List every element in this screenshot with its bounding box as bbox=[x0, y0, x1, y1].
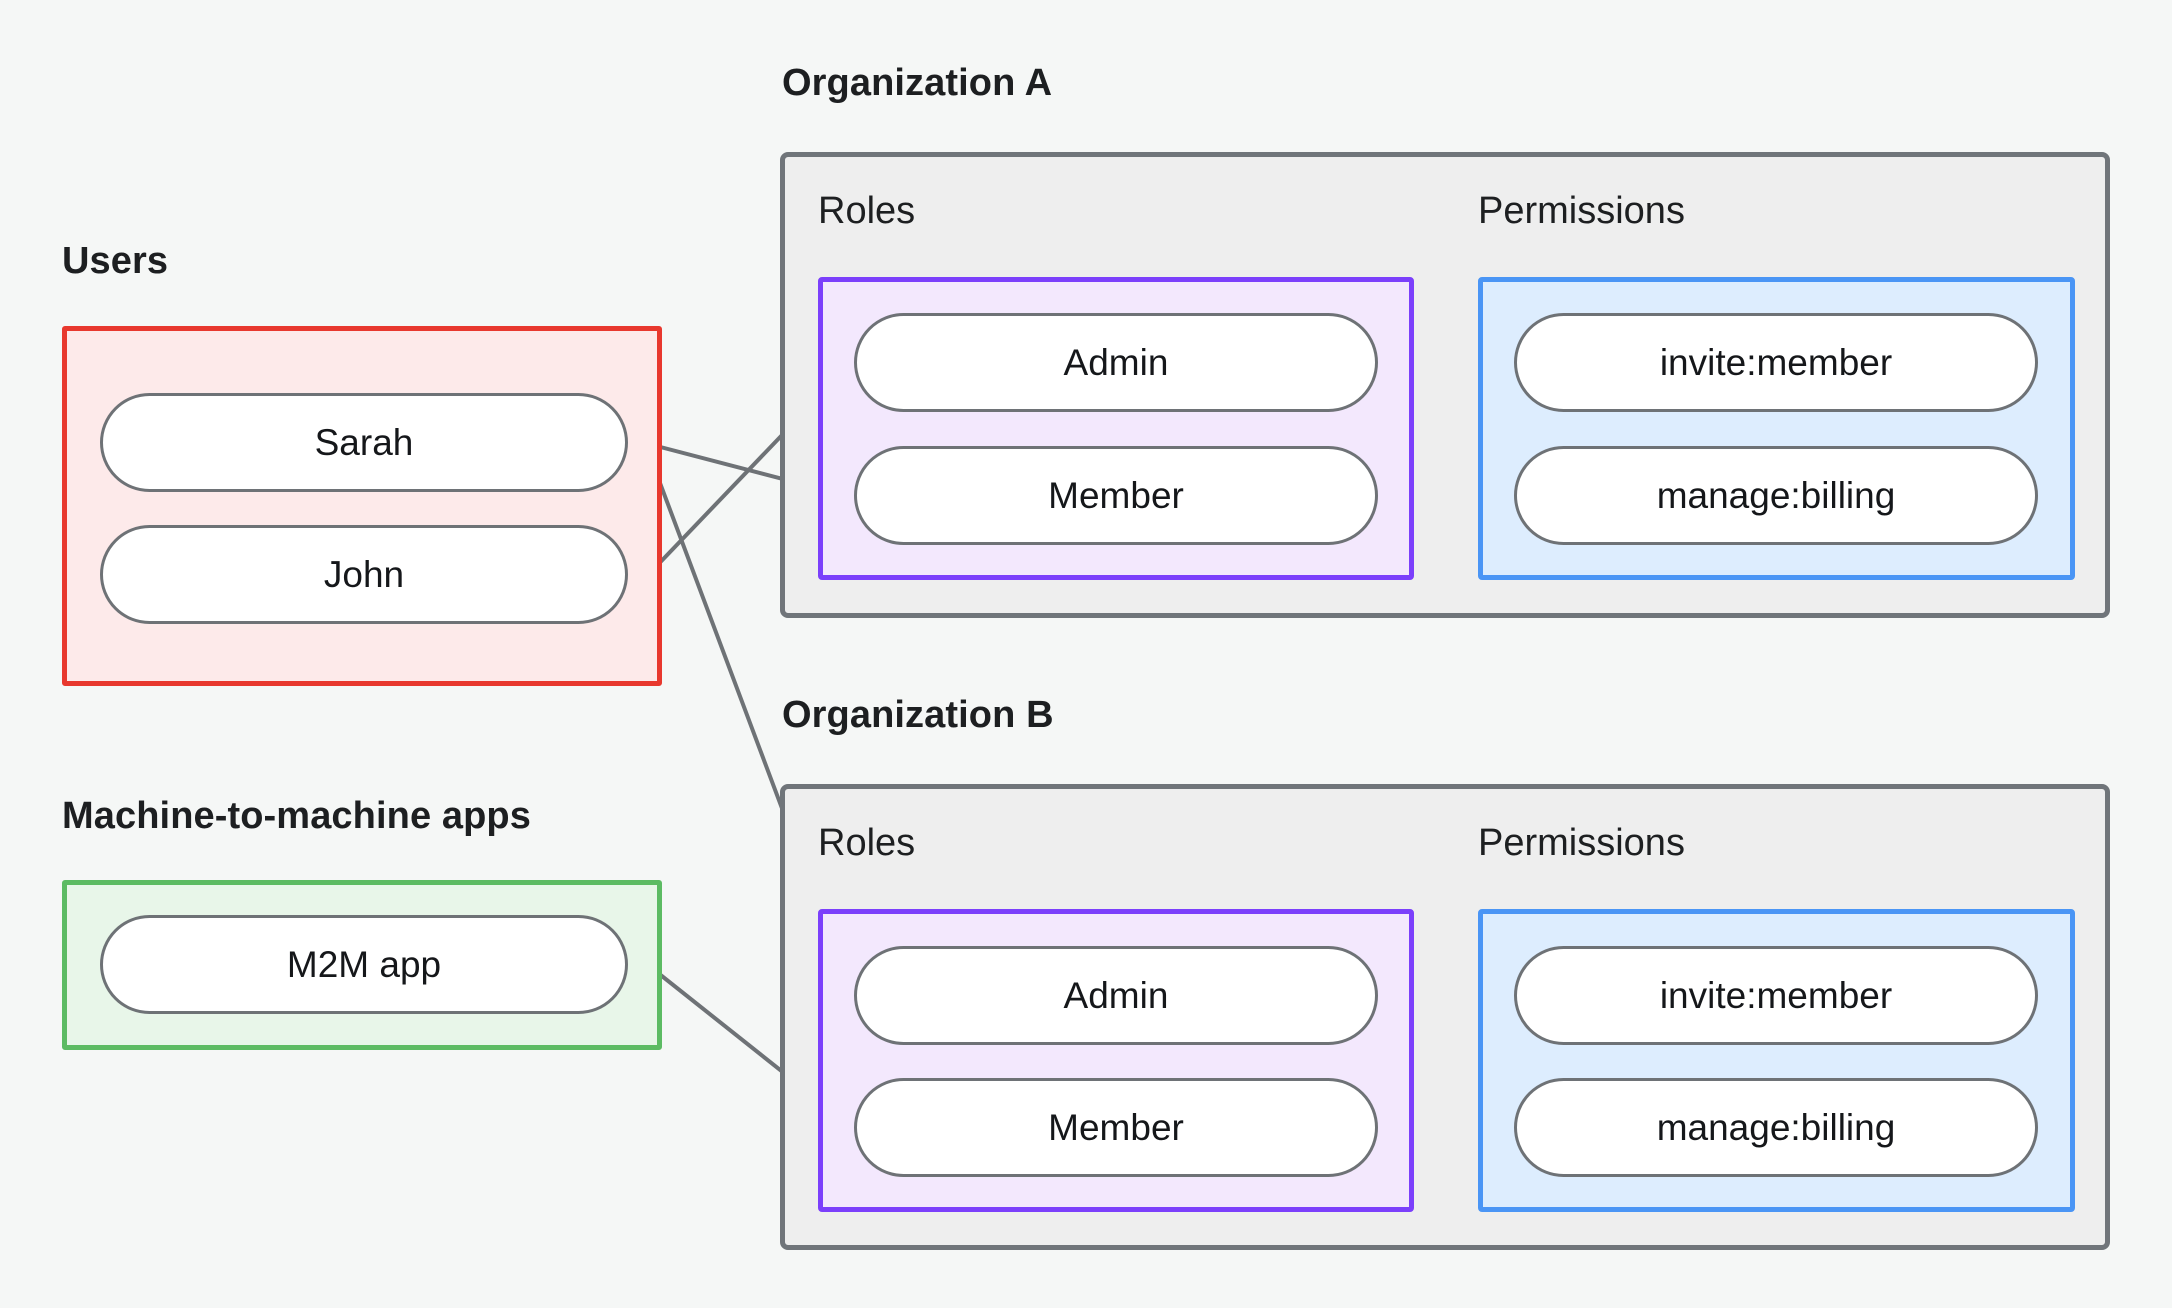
org-b-caption: Organization B bbox=[782, 694, 1054, 736]
m2m-caption: Machine-to-machine apps bbox=[62, 795, 531, 837]
org-b-permission-pill-manage-billing[interactable]: manage:billing bbox=[1514, 1078, 2038, 1177]
org-a-caption: Organization A bbox=[782, 62, 1053, 104]
org-b-role-pill-admin[interactable]: Admin bbox=[854, 946, 1378, 1045]
org-a-permission-pill-manage-billing[interactable]: manage:billing bbox=[1514, 446, 2038, 545]
org-b-roles-caption: Roles bbox=[818, 822, 916, 864]
user-pill-john[interactable]: John bbox=[100, 525, 628, 624]
user-pill-sarah[interactable]: Sarah bbox=[100, 393, 628, 492]
org-b-role-pill-member[interactable]: Member bbox=[854, 1078, 1378, 1177]
org-a-roles-caption: Roles bbox=[818, 190, 916, 232]
org-a-role-pill-admin[interactable]: Admin bbox=[854, 313, 1378, 412]
org-b-permission-pill-invite-member[interactable]: invite:member bbox=[1514, 946, 2038, 1045]
org-a-permissions-caption: Permissions bbox=[1478, 190, 1685, 232]
org-a-role-pill-member[interactable]: Member bbox=[854, 446, 1378, 545]
org-a-permission-pill-invite-member[interactable]: invite:member bbox=[1514, 313, 2038, 412]
users-group-box bbox=[62, 326, 662, 686]
m2m-pill-app[interactable]: M2M app bbox=[100, 915, 628, 1014]
users-caption: Users bbox=[62, 240, 169, 282]
org-b-permissions-caption: Permissions bbox=[1478, 822, 1685, 864]
